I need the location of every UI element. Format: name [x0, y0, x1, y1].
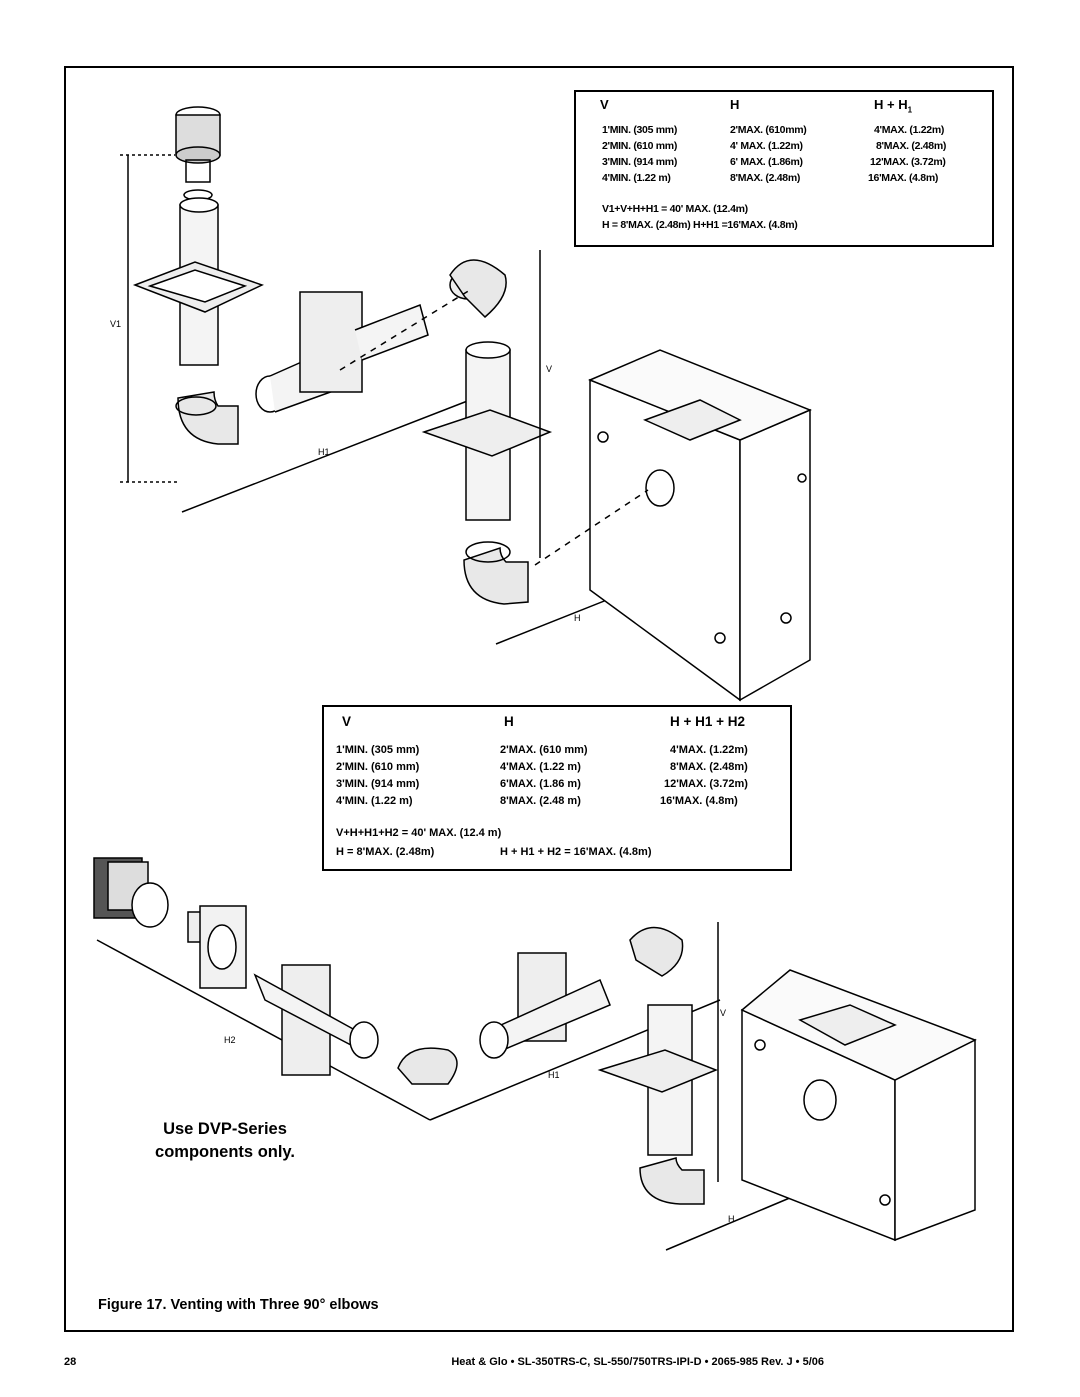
- table-cell: 4'MAX. (1.22m): [670, 744, 748, 756]
- appliance-bottom: [740, 969, 977, 1242]
- table-cell: 8'MAX. (2.48m): [876, 140, 947, 152]
- dim-h2-bottom: H2: [224, 1035, 236, 1045]
- pipe-h1-top: [255, 259, 507, 413]
- figure-caption: Figure 17. Venting with Three 90° elbows: [98, 1297, 379, 1313]
- dim-h1-bottom: H1: [548, 1070, 560, 1080]
- table-top-header-v: V: [600, 97, 609, 112]
- table-top-header-h: H: [730, 97, 740, 112]
- table-cell: 2'MAX. (610mm): [730, 124, 807, 136]
- table-cell: 8'MAX. (2.48 m): [500, 795, 581, 807]
- table-top-note1: V1+V+H+H1 = 40' MAX. (12.4m): [602, 203, 748, 215]
- table-cell: 8'MAX. (2.48m): [730, 172, 801, 184]
- dim-h-bottom: H: [728, 1214, 735, 1224]
- dim-h-top: H: [574, 613, 581, 623]
- table-cell: 4'MIN. (1.22 m): [336, 795, 413, 807]
- vent-table-top: V H H + H1 1'MIN. (305 mm) 2'MAX. (610mm…: [574, 90, 994, 247]
- table-cell: 8'MAX. (2.48m): [670, 761, 748, 773]
- table-cell: 3'MIN. (914 mm): [336, 778, 420, 790]
- table-cell: 4' MAX. (1.22m): [730, 140, 803, 152]
- table-cell: 4'MAX. (1.22 m): [500, 761, 581, 773]
- vent-table-bottom: V H H + H1 + H2 1'MIN. (305 mm) 2'MAX. (…: [322, 705, 792, 871]
- table-top-note2: H = 8'MAX. (2.48m) H+H1 =16'MAX. (4.8m): [602, 219, 798, 231]
- table-bottom-note2-left: H = 8'MAX. (2.48m): [336, 846, 435, 858]
- table-cell: 1'MIN. (305 mm): [602, 124, 678, 136]
- table-top-header-hh1: H + H1: [874, 97, 913, 115]
- termination-cap-top: [175, 106, 221, 201]
- table-bottom-header-v: V: [342, 714, 352, 729]
- dim-h1-top: H1: [318, 447, 330, 457]
- table-bottom-note1: V+H+H1+H2 = 40' MAX. (12.4 m): [336, 827, 502, 839]
- table-cell: 3'MIN. (914 mm): [602, 156, 678, 168]
- table-cell: 12'MAX. (3.72m): [870, 156, 946, 168]
- appliance-top: [588, 349, 812, 702]
- table-cell: 1'MIN. (305 mm): [336, 744, 420, 756]
- component-note-line2: components only.: [155, 1143, 295, 1161]
- dim-v-top: V: [546, 364, 552, 374]
- table-cell: 12'MAX. (3.72m): [664, 778, 748, 790]
- table-bottom-note2-right: H + H1 + H2 = 16'MAX. (4.8m): [500, 846, 652, 858]
- table-cell: 4'MIN. (1.22 m): [602, 172, 671, 184]
- footer-doc-info: Heat & Glo • SL-350TRS-C, SL-550/750TRS-…: [451, 1356, 824, 1368]
- table-cell: 16'MAX. (4.8m): [660, 795, 738, 807]
- component-note-line1: Use DVP-Series: [163, 1120, 287, 1138]
- table-cell: 2'MAX. (610 mm): [500, 744, 588, 756]
- table-cell: 16'MAX. (4.8m): [868, 172, 939, 184]
- pipe-h1-bottom: [479, 926, 684, 1059]
- table-cell: 6'MAX. (1.86 m): [500, 778, 581, 790]
- dim-v-bottom: V: [720, 1008, 726, 1018]
- table-bottom-header-h: H: [504, 714, 514, 729]
- figure-frame: [64, 66, 1014, 1332]
- table-cell: 2'MIN. (610 mm): [602, 140, 678, 152]
- table-cell: 2'MIN. (610 mm): [336, 761, 420, 773]
- table-bottom-header-sum: H + H1 + H2: [670, 714, 746, 729]
- page-number: 28: [64, 1356, 77, 1368]
- table-cell: 4'MAX. (1.22m): [874, 124, 945, 136]
- pipe-h2: [253, 964, 458, 1085]
- table-cell: 6' MAX. (1.86m): [730, 156, 803, 168]
- dim-v1-top: V1: [110, 319, 121, 329]
- termination-horizontal: [93, 857, 247, 989]
- component-note: Use DVP-Series components only.: [130, 1118, 320, 1164]
